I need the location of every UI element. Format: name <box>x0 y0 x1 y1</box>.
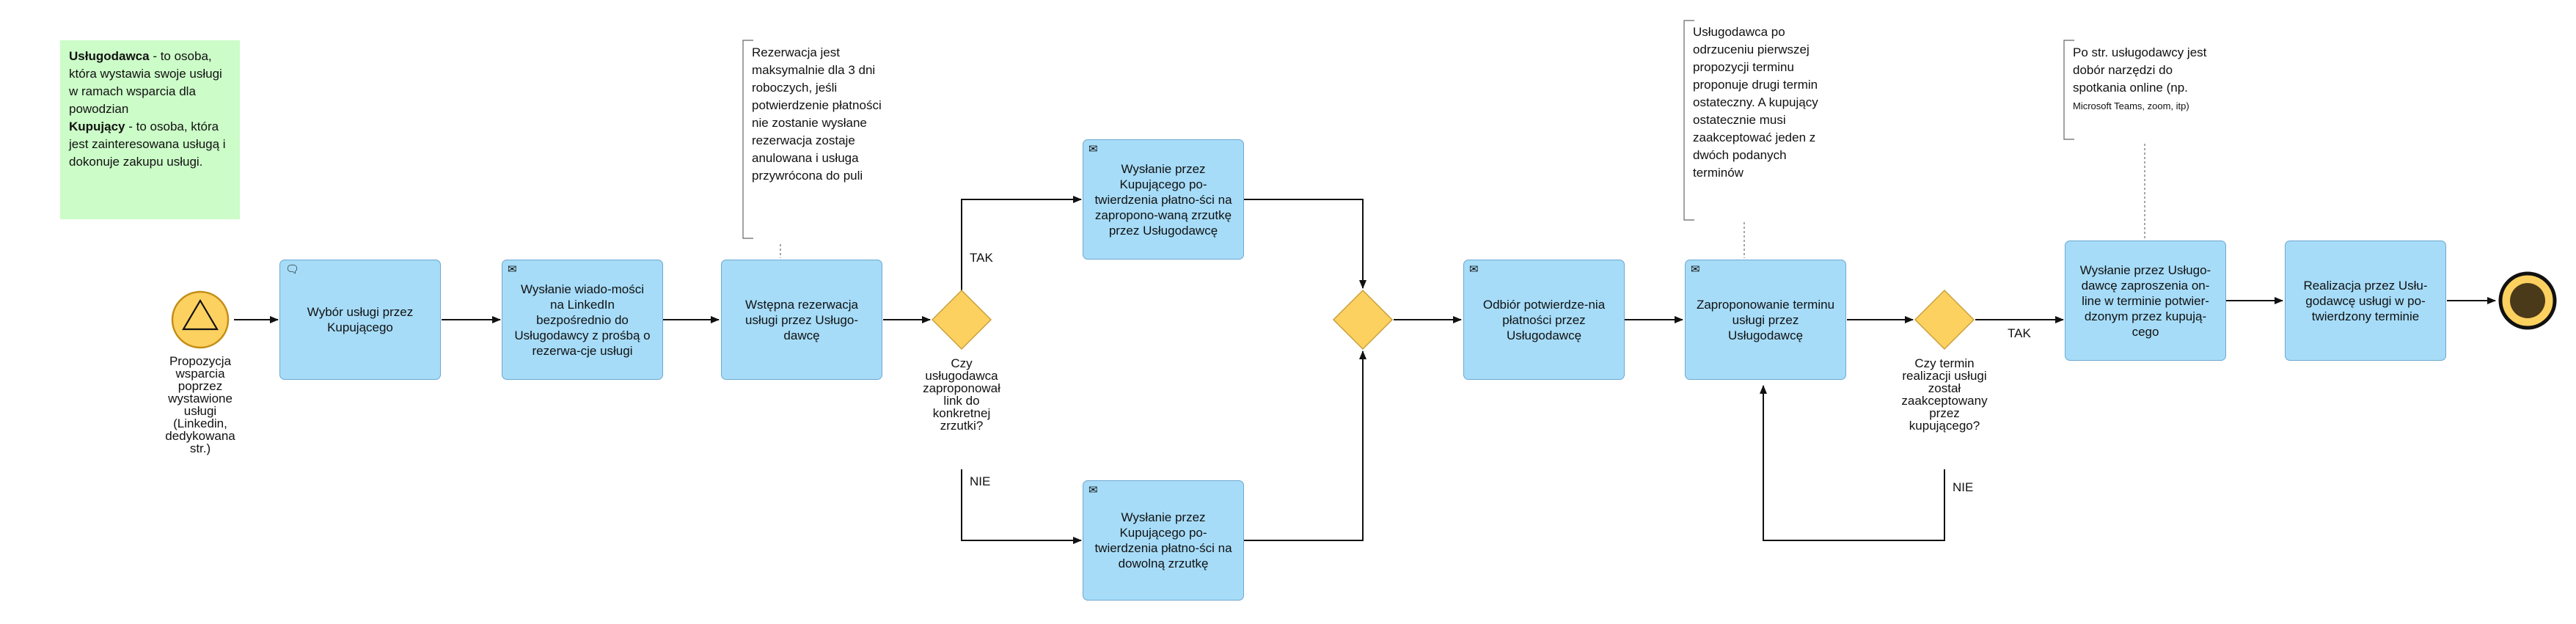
annotation-second-term-rule: Usługodawca po odrzuceniu pierwszej prop… <box>1693 25 1818 180</box>
envelope-outline-icon: ✉︎ <box>1469 263 1479 276</box>
start-event-circle[interactable] <box>171 290 230 349</box>
end-circle-icon <box>2510 283 2545 318</box>
task-label: Realizacja przez Usłu-godawcę usługi w p… <box>2303 278 2428 323</box>
gateway-payment-link-label: Czy usługodawca zaproponował link do kon… <box>923 356 1000 433</box>
task-label: Wysłanie przez Kupującego po-twierdzenia… <box>1094 161 1232 238</box>
gateways <box>931 289 1975 350</box>
task-receive-payment-confirmation[interactable]: ✉︎ Odbiór potwierdze-nia płatności przez… <box>1463 260 1625 380</box>
note-text-buyer: - to osoba, która jest zainteresowana us… <box>69 120 226 169</box>
annotation-brackets <box>742 20 2074 239</box>
task-select-service[interactable]: 🗨 Wybór usługi przez Kupującego <box>279 260 441 380</box>
task-confirm-any-payment[interactable]: ✉ Wysłanie przez Kupującego po-twierdzen… <box>1083 480 1244 601</box>
flow-label-g3-no: NIE <box>1953 480 1974 494</box>
gateway-term-accepted-label: Czy termin realizacji usługi został zaak… <box>1901 356 1988 433</box>
task-label: Wybór usługi przez Kupującego <box>307 305 414 334</box>
task-propose-term[interactable]: ✉ Zaproponowanie terminu usługi przez Us… <box>1685 260 1846 380</box>
annotation-bracket-a2 <box>1683 20 1694 221</box>
flow-t5-to-g2 <box>1244 350 1366 541</box>
flow-g1-no <box>961 469 1082 544</box>
flow-label-g1-no: NIE <box>970 474 991 488</box>
task-label: Odbiór potwierdze-nia płatności przez Us… <box>1482 297 1606 342</box>
definitions-note: Usługodawca - to osoba, która wystawia s… <box>60 40 240 219</box>
note-term-buyer: Kupujący <box>69 120 125 133</box>
task-label: Wysłanie przez Usługo-dawcę zaproszenia … <box>2079 263 2211 339</box>
annotation-reservation-rule: Rezerwacja jest maksymalnie dla 3 dni ro… <box>752 45 882 183</box>
annotation-online-tools: Po str. usługodawcy jest dobór narzędzi … <box>2064 44 2222 115</box>
task-initial-reservation[interactable]: Wstępna rezerwacja usługi przez Usługo-d… <box>721 260 882 380</box>
flow-label-g1-yes: TAK <box>970 251 993 265</box>
task-label: Wysłanie przez Kupującego po-twierdzenia… <box>1094 510 1232 570</box>
flow-t4-to-g2 <box>1244 199 1366 289</box>
task-label: Wstępna rezerwacja usługi przez Usługo-d… <box>744 297 858 342</box>
note-term-provider: Usługodawca <box>69 49 150 63</box>
envelope-filled-icon: ✉ <box>1088 143 1098 155</box>
start-event[interactable] <box>171 290 230 349</box>
task-confirm-proposed-payment[interactable]: ✉ Wysłanie przez Kupującego po-twierdzen… <box>1083 139 1244 260</box>
annotation-bracket-a1 <box>742 40 753 239</box>
association-lines <box>780 144 2145 258</box>
envelope-filled-icon: ✉ <box>508 263 517 276</box>
annotation-online-tools-small: Microsoft Teams, zoom, itp) <box>2073 100 2189 111</box>
task-label: Wysłanie wiado-mości na LinkedIn bezpośr… <box>514 282 651 358</box>
chat-bubble-icon: 🗨 <box>285 263 300 276</box>
envelope-filled-icon: ✉ <box>1088 484 1098 496</box>
gateway-merge[interactable] <box>1332 289 1394 350</box>
task-label: Zaproponowanie terminu usługi przez Usłu… <box>1696 297 1835 342</box>
start-event-label: Propozycja wsparcia poprzez wystawione u… <box>165 354 235 455</box>
flow-label-g3-yes: TAK <box>2008 326 2031 340</box>
note-text-provider: - to osoba, która wystawia swoje usługi … <box>69 49 222 116</box>
triangle-signal-icon <box>182 298 219 331</box>
end-event[interactable] <box>2498 271 2557 330</box>
gateway-term-accepted[interactable] <box>1914 289 1975 350</box>
task-deliver-service[interactable]: Realizacja przez Usłu-godawcę usługi w p… <box>2285 241 2446 361</box>
annotation-bracket-a3 <box>2063 40 2074 140</box>
annotation-online-tools-main: Po str. usługodawcy jest dobór narzędzi … <box>2073 45 2207 95</box>
sequence-flows <box>234 196 2496 544</box>
envelope-filled-icon: ✉ <box>1691 263 1700 276</box>
task-send-online-invitation[interactable]: Wysłanie przez Usługo-dawcę zaproszenia … <box>2065 241 2226 361</box>
flow-g1-yes <box>961 196 1082 290</box>
gateway-payment-link[interactable] <box>931 289 992 350</box>
flow-g3-no <box>1760 385 1945 541</box>
task-send-linkedin-message[interactable]: ✉ Wysłanie wiado-mości na LinkedIn bezpo… <box>502 260 663 380</box>
